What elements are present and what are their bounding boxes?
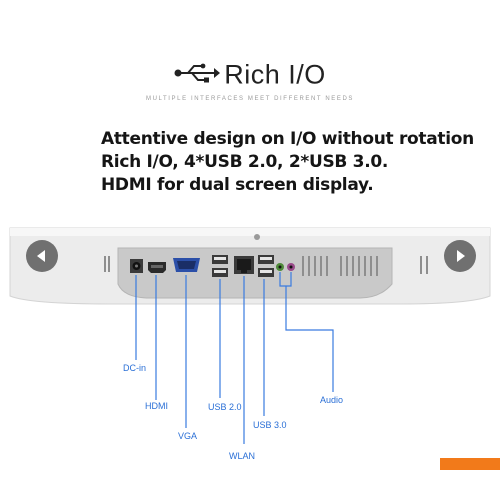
leader-lines [135, 272, 334, 444]
label-dc-in: DC-in [123, 363, 147, 373]
wlan-port [234, 256, 254, 274]
left-vent [104, 256, 110, 272]
label-usb30: USB 3.0 [253, 420, 287, 430]
usb30-ports [258, 255, 274, 277]
label-usb20: USB 2.0 [208, 402, 242, 412]
label-audio: Audio [320, 395, 344, 405]
label-vga: VGA [178, 431, 198, 441]
feature-description: Attentive design on I/O without rotation… [101, 128, 474, 197]
description-line: Rich I/O, 4*USB 2.0, 2*USB 3.0. [101, 152, 389, 172]
page-title-text: Rich I/O [224, 59, 326, 90]
indicator-dot [254, 234, 260, 240]
carousel-next-button[interactable] [444, 240, 476, 272]
label-hdmi: HDMI [145, 401, 168, 411]
usb-icon [174, 59, 221, 90]
page-title: Rich I/O [0, 58, 500, 90]
chevron-right-icon [457, 250, 465, 262]
accent-bar [440, 458, 500, 470]
description-line: Attentive design on I/O without rotation [101, 129, 474, 149]
audio-ports [276, 263, 295, 271]
page-subtitle: MULTIPLE INTERFACES MEET DIFFERENT NEEDS [145, 96, 355, 102]
dc-in-port [130, 259, 143, 273]
usb20-ports [212, 255, 228, 277]
vga-port [173, 258, 200, 272]
hdmi-port [148, 262, 166, 273]
right-vent [302, 256, 428, 276]
chevron-left-icon [37, 250, 45, 262]
description-line: HDMI for dual screen display. [101, 175, 374, 195]
carousel-prev-button[interactable] [26, 240, 58, 272]
label-wlan: WLAN [229, 451, 256, 461]
